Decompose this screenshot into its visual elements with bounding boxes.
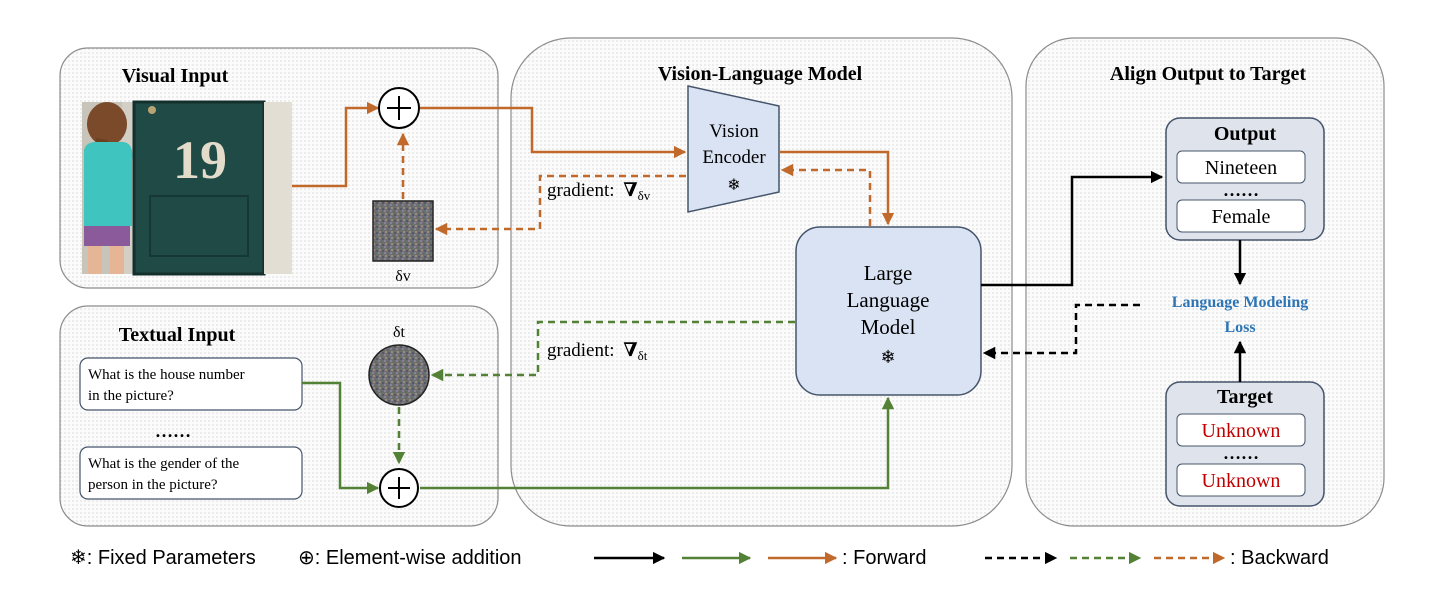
forward-arrow-add-to-llm	[420, 396, 895, 490]
target-item-2: Unknown	[1202, 470, 1281, 492]
target-item-1-box	[1176, 413, 1306, 447]
gradient-v-label: gradient: ∇δv	[547, 180, 651, 203]
vision-encoder-label-1: Vision	[709, 121, 759, 142]
backward-arrow-loss-to-llm	[982, 303, 1140, 360]
question-2-line-2: person in the picture?	[88, 477, 218, 493]
target-item-2-box	[1176, 463, 1306, 497]
addition-node-visual	[378, 87, 420, 129]
vision-encoder-label-2: Encoder	[702, 147, 766, 168]
output-item-2-box	[1176, 199, 1306, 233]
delta-v-perturbation	[372, 200, 434, 262]
question-2-line-1: What is the gender of the	[88, 456, 240, 472]
vlm-title: Vision-Language Model	[658, 63, 863, 85]
question-ellipsis: ……	[155, 421, 191, 441]
backward-arrow-llm-to-encoder	[780, 163, 872, 226]
output-item-1-box	[1176, 150, 1306, 184]
delta-t-label: δt	[393, 324, 406, 341]
legend-fixed-params: ❄: Fixed Parameters	[70, 547, 256, 569]
forward-arrow-add-to-encoder	[420, 106, 687, 159]
target-title: Target	[1217, 386, 1273, 408]
delta-t-perturbation	[368, 344, 430, 406]
legend-element-wise-add: ⊕: Element-wise addition	[298, 547, 522, 569]
output-item-1: Nineteen	[1205, 157, 1277, 179]
forward-arrow-llm-to-output	[981, 170, 1164, 287]
llm-label-1: Large	[864, 261, 913, 285]
gradient-t-label: gradient: ∇δt	[547, 340, 648, 363]
vision-encoder-snowflake-icon: ❄	[727, 177, 740, 194]
legend-forward-label: : Forward	[842, 547, 926, 569]
llm-label-2: Language	[847, 288, 930, 312]
forward-arrow-image-to-add	[292, 101, 380, 188]
target-ellipsis: ……	[1223, 443, 1259, 463]
house-number-plate: 19	[173, 130, 227, 190]
question-1-line-1: What is the house number	[88, 367, 245, 383]
loss-label-1: Language Modeling	[1172, 294, 1308, 311]
llm-label-3: Model	[861, 315, 916, 339]
vision-encoder-node	[687, 85, 780, 213]
question-box-2	[79, 446, 303, 500]
legend-backward-label: : Backward	[1230, 547, 1329, 569]
align-title: Align Output to Target	[1110, 63, 1306, 85]
backward-arrow-llm-to-deltat	[430, 320, 795, 382]
textual-input-title: Textual Input	[119, 324, 236, 346]
backward-arrow-encoder-to-deltav	[434, 174, 686, 236]
delta-v-label: δv	[395, 268, 411, 285]
output-item-2: Female	[1212, 206, 1271, 228]
loss-label-2: Loss	[1224, 319, 1255, 336]
output-title: Output	[1214, 123, 1277, 145]
addition-node-textual	[379, 468, 419, 508]
visual-input-image: 19	[82, 100, 292, 276]
question-1-line-2: in the picture?	[88, 388, 174, 404]
target-item-1: Unknown	[1202, 420, 1281, 442]
llm-node	[795, 226, 982, 396]
output-ellipsis: ……	[1223, 180, 1259, 200]
forward-arrow-encoder-to-llm	[779, 150, 895, 226]
forward-arrow-question-to-add	[302, 381, 380, 495]
llm-snowflake-icon: ❄	[880, 347, 895, 367]
visual-input-title: Visual Input	[122, 65, 229, 87]
